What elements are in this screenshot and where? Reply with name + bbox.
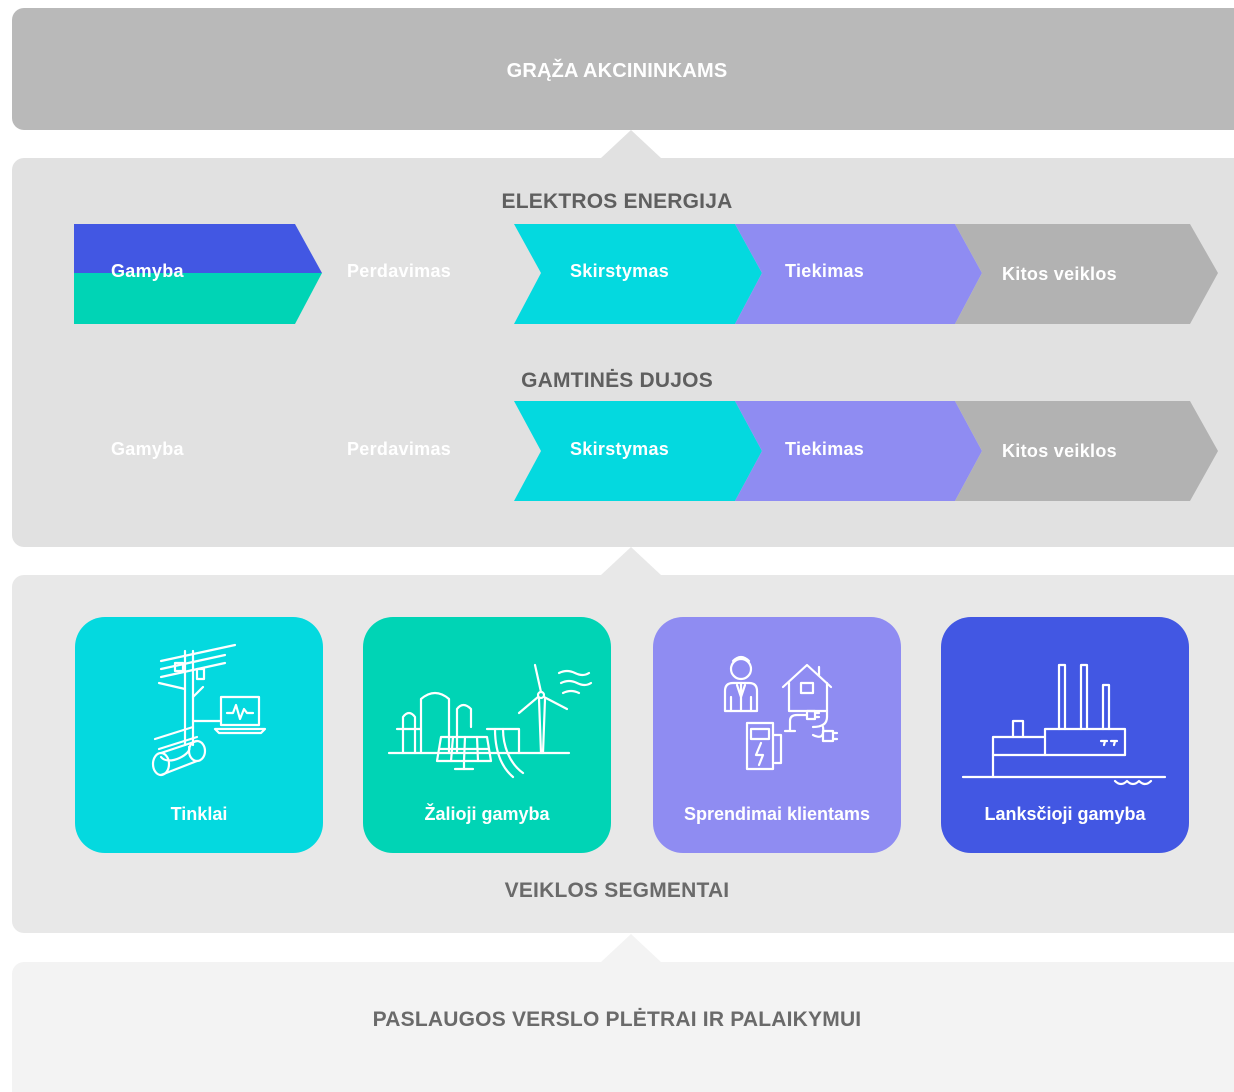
electricity-step-perdavimas: Perdavimas — [347, 261, 452, 281]
electricity-step-gamyba: Gamyba — [111, 261, 184, 281]
segment-tile-sprendimai-klientams[interactable]: Sprendimai klientams — [653, 617, 901, 853]
top-band-title: GRĄŽA AKCININKAMS — [506, 60, 728, 82]
gas-step-kitos-shape — [955, 401, 1218, 501]
connector-arrow-icon — [601, 934, 661, 962]
connector-arrow-icon — [601, 130, 661, 158]
services-band — [12, 962, 1234, 1092]
electricity-step-skirstymas: Skirstymas — [570, 261, 670, 281]
shareholder-return-band — [12, 8, 1234, 130]
electricity-step-tiekimas: Tiekimas — [785, 261, 865, 281]
connector-arrow-icon — [601, 547, 661, 575]
gas-title: GAMTINĖS DUJOS — [521, 369, 713, 392]
segment-label-tinklai: Tinklai — [170, 804, 228, 824]
electricity-step-tiekimas-shape — [735, 224, 982, 324]
bottom-band-title: PASLAUGOS VERSLO PLĖTRAI IR PALAIKYMUI — [372, 1008, 862, 1031]
gas-step-skirstymas-shape — [514, 401, 762, 501]
electricity-step-gamyba-shape — [74, 224, 322, 324]
segment-tile-tinklai[interactable]: Tinklai — [75, 617, 323, 853]
segment-label-lanksscioji-gamyba: Lanksčioji gamyba — [984, 804, 1146, 824]
segment-tile-lanksscioji-gamyba[interactable]: Lanksčioji gamyba — [941, 617, 1189, 853]
segment-label-zalioji-gamyba: Žalioji gamyba — [424, 804, 550, 824]
power-plant-icon — [961, 663, 1167, 786]
electricity-step-kitos-veiklos: Kitos veiklos — [1002, 264, 1117, 284]
segment-label-sprendimai-klientams: Sprendimai klientams — [683, 804, 871, 824]
green-energy-icon — [387, 663, 593, 779]
power-grid-icon — [151, 643, 267, 777]
gas-step-kitos-veiklos: Kitos veiklos — [1002, 441, 1117, 461]
electricity-step-skirstymas-shape — [514, 224, 762, 324]
gas-step-tiekimas: Tiekimas — [785, 439, 865, 459]
gas-step-gamyba: Gamyba — [111, 439, 184, 459]
electricity-step-kitos-shape — [955, 224, 1218, 324]
segments-title: VEIKLOS SEGMENTAI — [504, 879, 730, 902]
electricity-title: ELEKTROS ENERGIJA — [501, 190, 733, 213]
gas-step-skirstymas: Skirstymas — [570, 439, 670, 459]
segment-tile-zalioji-gamyba[interactable]: Žalioji gamyba — [363, 617, 611, 853]
gas-step-perdavimas: Perdavimas — [347, 439, 452, 459]
gas-step-tiekimas-shape — [735, 401, 982, 501]
customer-solutions-icon — [723, 655, 839, 771]
